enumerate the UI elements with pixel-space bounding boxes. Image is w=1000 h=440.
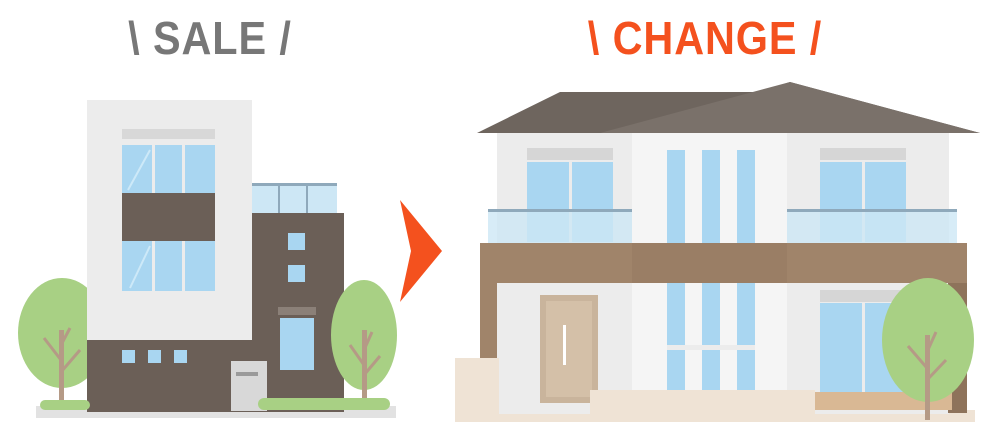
before-door-window xyxy=(280,318,314,370)
before-top-trim xyxy=(122,129,215,139)
after-front-steps xyxy=(590,390,815,420)
after-balcony-right xyxy=(787,209,957,243)
before-base-window-1 xyxy=(122,350,135,363)
tree-icon xyxy=(331,280,397,410)
after-wood-band xyxy=(480,243,967,283)
before-small-window-2 xyxy=(288,265,305,282)
before-house-illustration xyxy=(18,100,397,418)
tree-icon xyxy=(882,278,974,420)
before-rooftop-railing xyxy=(252,183,337,215)
before-hedge xyxy=(258,398,390,410)
before-window-lower xyxy=(122,241,215,291)
sale-heading: \ SALE / xyxy=(128,12,292,64)
before-base-window-3 xyxy=(174,350,187,363)
before-small-window-1 xyxy=(288,233,305,250)
before-awning xyxy=(278,307,316,315)
change-heading: \ CHANGE / xyxy=(587,12,823,64)
chevron-right-arrow-icon xyxy=(400,200,442,302)
after-house-illustration xyxy=(455,82,980,422)
before-hedge-left xyxy=(40,400,90,410)
after-front-door xyxy=(540,295,598,403)
before-base xyxy=(87,340,252,412)
before-base-window-2 xyxy=(148,350,161,363)
before-window-upper xyxy=(122,145,215,193)
after-gate-wall xyxy=(455,358,499,420)
before-dark-band xyxy=(122,193,215,241)
after-balcony-left xyxy=(488,209,632,243)
tree-icon xyxy=(18,278,106,410)
